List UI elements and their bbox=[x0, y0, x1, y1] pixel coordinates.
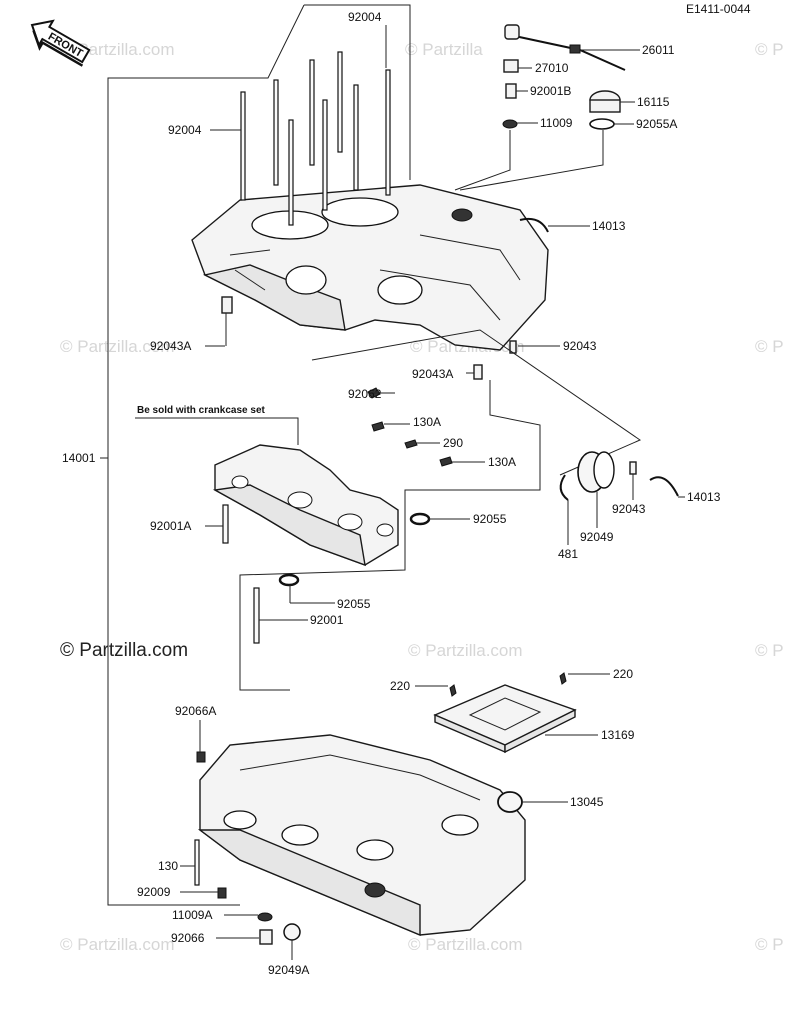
part-label-11009A: 11009A bbox=[172, 908, 212, 922]
breather-cover bbox=[433, 684, 577, 754]
oil-filler-cap bbox=[589, 90, 621, 113]
stud-part bbox=[253, 587, 260, 644]
cylinder-studs bbox=[240, 51, 391, 226]
part-label-92043A: 92043A bbox=[150, 339, 191, 353]
gasket-part bbox=[502, 119, 518, 129]
part-label-11009: 11009 bbox=[540, 116, 573, 130]
bolt-part bbox=[505, 83, 517, 99]
watermark-text: © P bbox=[755, 337, 784, 356]
part-label-220: 220 bbox=[390, 679, 410, 693]
assembly-bracket-line bbox=[107, 4, 305, 906]
part-label-92004: 92004 bbox=[348, 10, 382, 24]
part-label-27010: 27010 bbox=[535, 61, 569, 75]
plug-part bbox=[196, 751, 206, 763]
watermark-text: © Partzilla bbox=[405, 40, 483, 59]
upper-crankcase bbox=[191, 184, 549, 351]
part-label-14001: 14001 bbox=[62, 451, 96, 465]
part-label-92009: 92009 bbox=[137, 885, 171, 899]
knock-pin-part bbox=[473, 364, 483, 380]
bolt-part bbox=[439, 456, 453, 467]
part-label-220: 220 bbox=[613, 667, 633, 681]
part-label-92066: 92066 bbox=[171, 931, 205, 945]
watermark-text: © P bbox=[755, 40, 784, 59]
bolt-part bbox=[194, 839, 200, 886]
bolt-part bbox=[222, 504, 229, 544]
watermark-text: © Partzilla.com bbox=[60, 337, 175, 356]
watermark-text: © P bbox=[755, 641, 784, 660]
watermark-text: © P bbox=[755, 935, 784, 954]
part-label-13169: 13169 bbox=[601, 728, 635, 742]
watermark-layer: © Partzilla.com © Partzilla © P © Partzi… bbox=[60, 40, 784, 954]
part-label-290: 290 bbox=[443, 436, 463, 450]
o-ring-part bbox=[589, 118, 615, 130]
bracket-line bbox=[304, 4, 411, 180]
watermark-text-dark: © Partzilla.com bbox=[60, 640, 188, 661]
watermark-text: © Partzilla.com bbox=[60, 40, 175, 59]
bolt-part bbox=[404, 439, 418, 449]
part-label-130A: 130A bbox=[488, 455, 516, 469]
o-ring-part bbox=[278, 573, 300, 587]
gasket-part bbox=[257, 912, 273, 922]
part-label-16115: 16115 bbox=[637, 95, 670, 109]
part-label-92043A: 92043A bbox=[412, 367, 453, 381]
part-label-481: 481 bbox=[558, 547, 578, 561]
bolt-part bbox=[559, 672, 567, 685]
circlip-part bbox=[559, 474, 569, 501]
part-label-92001B: 92001B bbox=[530, 84, 571, 98]
leader-line bbox=[454, 130, 604, 191]
oil-seal-part bbox=[497, 791, 523, 813]
part-label-92055A: 92055A bbox=[636, 117, 677, 131]
front-arrow-icon: FRONT bbox=[30, 19, 91, 67]
oil-seal-part bbox=[283, 923, 301, 941]
knock-pin-part bbox=[629, 461, 637, 475]
lower-crankcase bbox=[197, 734, 526, 937]
part-label-92055: 92055 bbox=[337, 597, 371, 611]
part-label-92001: 92001 bbox=[310, 613, 344, 627]
part-label-92049A: 92049A bbox=[268, 963, 309, 977]
part-label-13045: 13045 bbox=[570, 795, 604, 809]
part-label-92043: 92043 bbox=[563, 339, 597, 353]
watermark-text: © Partzilla.com bbox=[60, 935, 175, 954]
switch-part bbox=[503, 59, 519, 73]
part-label-130A: 130A bbox=[413, 415, 441, 429]
diagram-code: E1411-0044 bbox=[686, 2, 751, 16]
note-line bbox=[135, 417, 299, 445]
part-label-14013: 14013 bbox=[687, 490, 721, 504]
knock-pin-part bbox=[221, 296, 233, 314]
part-label-92049: 92049 bbox=[580, 530, 614, 544]
oil-seal-part bbox=[577, 451, 615, 493]
part-label-92062: 92062 bbox=[348, 387, 382, 401]
plug-part bbox=[217, 887, 227, 899]
part-label-92055: 92055 bbox=[473, 512, 507, 526]
seal-clip-part bbox=[649, 476, 679, 497]
part-label-26011: 26011 bbox=[642, 43, 675, 57]
leader-line bbox=[239, 380, 541, 691]
drain-plug-part bbox=[259, 929, 273, 945]
watermark-text: © Partzilla.com bbox=[408, 641, 523, 660]
part-label-92001A: 92001A bbox=[150, 519, 191, 533]
callout-labels: 92004 92004 26011 27010 92001B 16115 110… bbox=[62, 10, 721, 977]
part-label-92004: 92004 bbox=[168, 123, 202, 137]
part-label-92066A: 92066A bbox=[175, 704, 216, 718]
bolt-part bbox=[449, 684, 457, 697]
crankcase-set-note: Be sold with crankcase set bbox=[137, 405, 266, 416]
o-ring-part bbox=[409, 512, 431, 526]
seal-clip-part bbox=[519, 217, 549, 233]
bolt-part bbox=[371, 421, 385, 432]
part-label-92043: 92043 bbox=[612, 502, 646, 516]
part-label-130: 130 bbox=[158, 859, 178, 873]
bearing-cap-block bbox=[212, 444, 399, 567]
part-label-14013: 14013 bbox=[592, 219, 626, 233]
watermark-text: © Partzilla.com bbox=[408, 935, 523, 954]
